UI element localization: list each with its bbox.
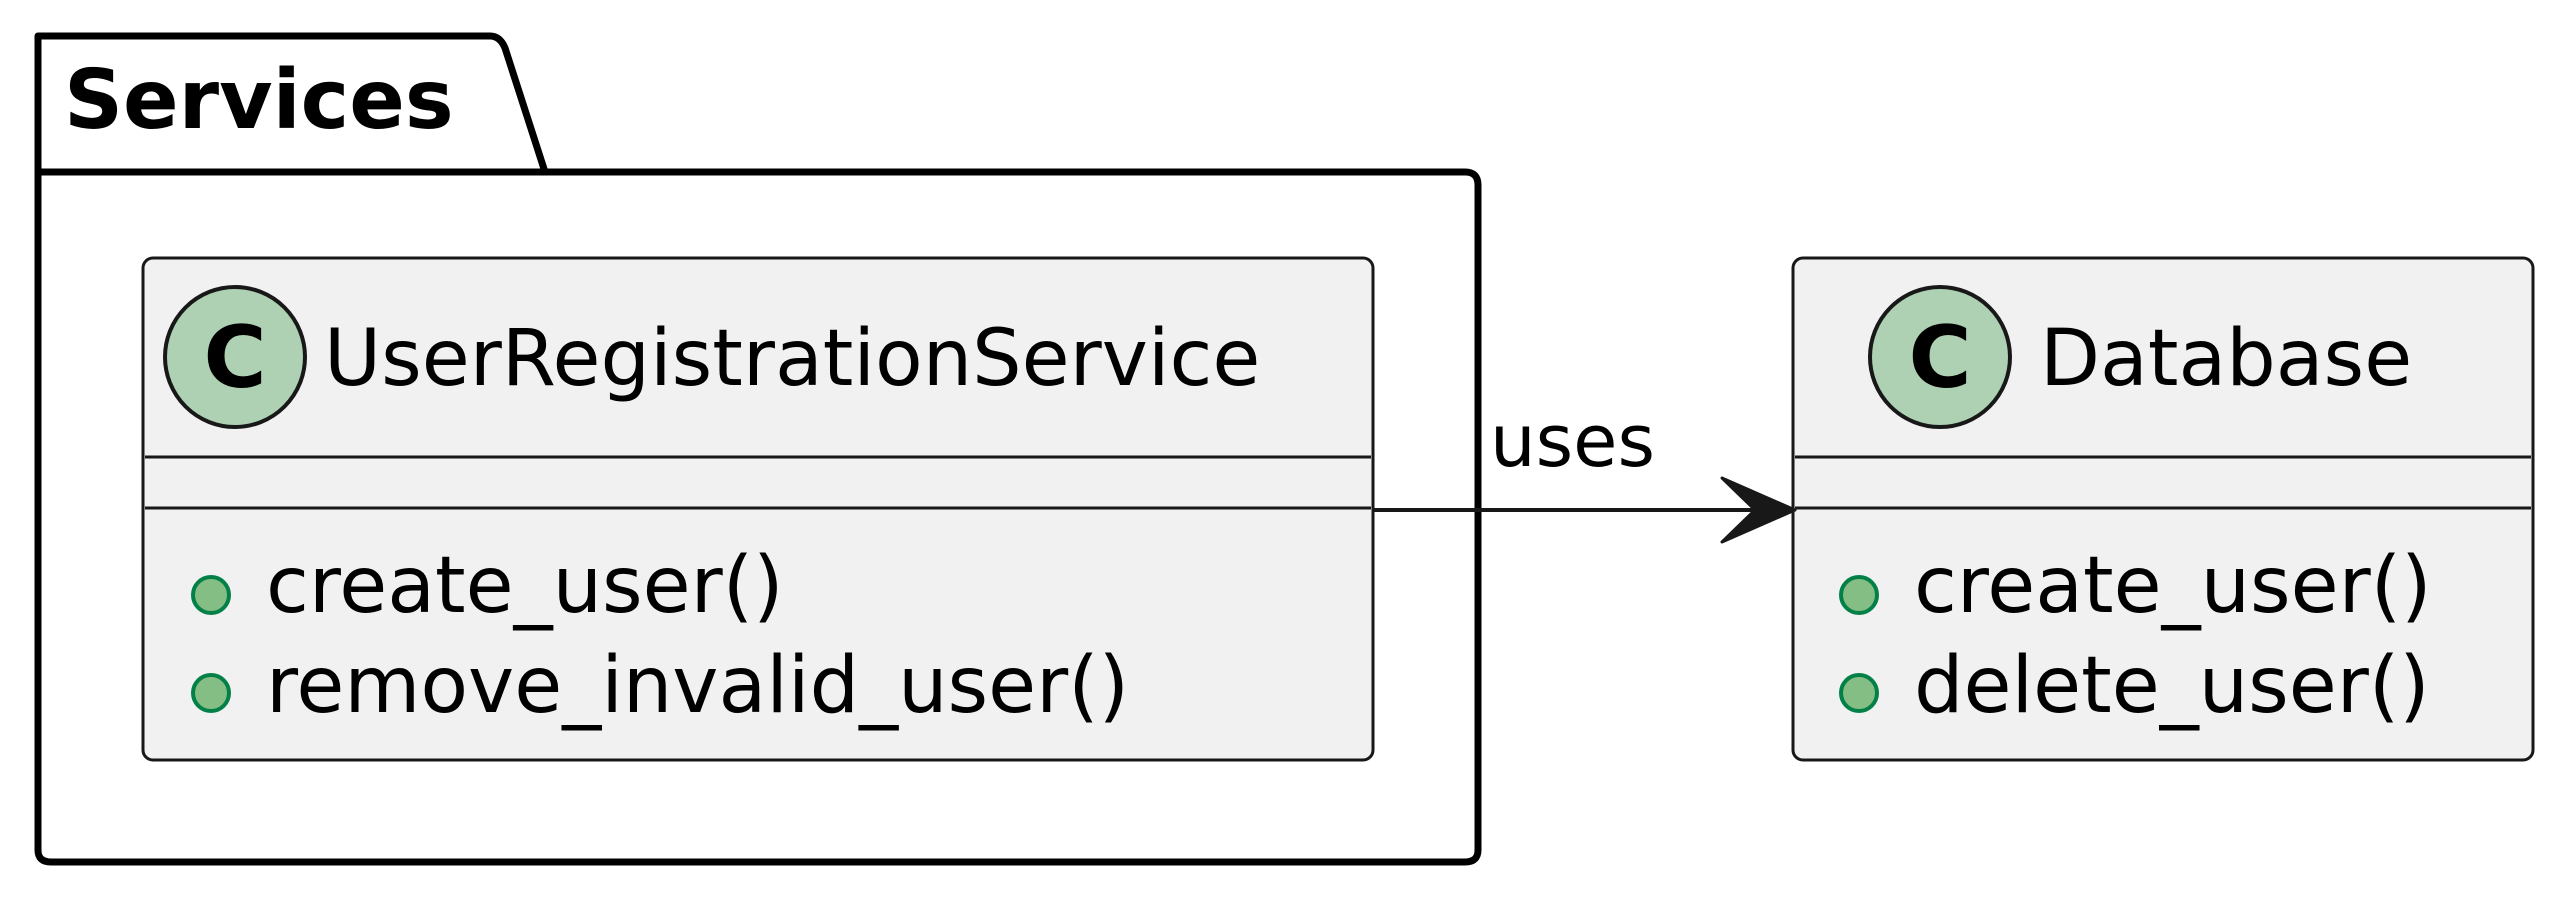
relation-label: uses bbox=[1490, 399, 1655, 483]
class-user-registration-service[interactable]: C UserRegistrationService create_user() … bbox=[141, 256, 1375, 762]
stereotype-letter: C bbox=[203, 308, 266, 408]
public-visibility-icon bbox=[191, 575, 231, 615]
public-visibility-icon bbox=[1839, 673, 1879, 713]
public-visibility-icon bbox=[1839, 575, 1879, 615]
package-tab bbox=[34, 32, 549, 176]
stereotype-letter: C bbox=[1908, 308, 1971, 408]
public-visibility-icon bbox=[191, 673, 231, 713]
class-name: UserRegistrationService bbox=[324, 314, 1260, 404]
method-signature: remove_invalid_user() bbox=[266, 641, 1129, 731]
arrowhead-icon bbox=[1720, 476, 1797, 544]
method-signature: create_user() bbox=[266, 541, 784, 631]
method-signature: create_user() bbox=[1914, 541, 2432, 631]
class-database[interactable]: C Database create_user() delete_user() bbox=[1791, 256, 2535, 762]
method-row[interactable]: create_user() bbox=[191, 541, 784, 631]
class-stereotype-icon bbox=[1868, 285, 2012, 429]
package-title: Services bbox=[64, 53, 454, 148]
class-stereotype-icon bbox=[163, 285, 307, 429]
method-row[interactable]: remove_invalid_user() bbox=[191, 641, 1129, 731]
method-row[interactable]: create_user() bbox=[1839, 541, 2432, 631]
method-signature: delete_user() bbox=[1914, 641, 2430, 731]
method-row[interactable]: delete_user() bbox=[1839, 641, 2430, 731]
relation-uses[interactable]: uses bbox=[1373, 399, 1797, 544]
class-name: Database bbox=[2040, 314, 2412, 404]
